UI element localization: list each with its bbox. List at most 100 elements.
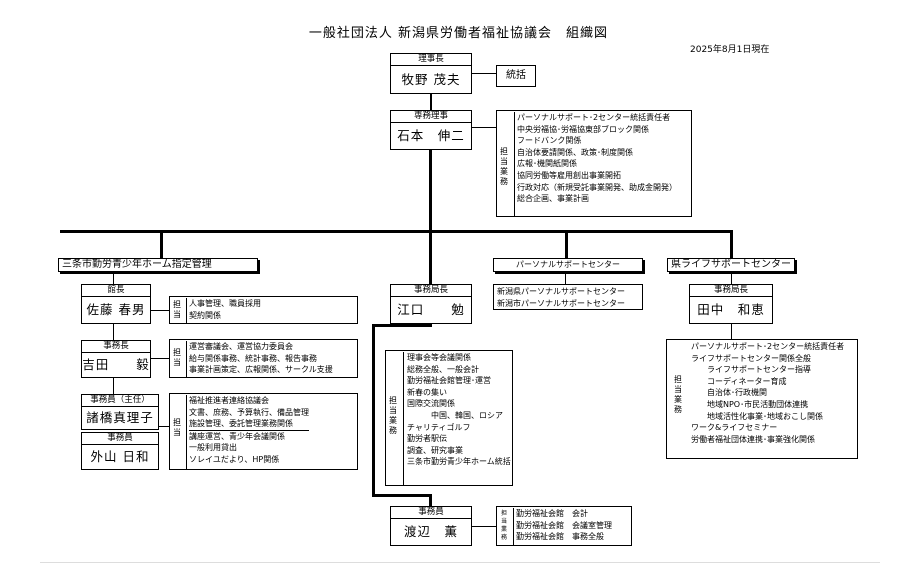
director-box: 専務理事 石本 伸二 (390, 110, 472, 150)
sanjo-staff1-name: 諸橋真理子 (86, 410, 154, 425)
connector (730, 230, 733, 258)
life-duties-box: 担 当 業 務 パーソナルサポート･2センター統括責任者 ライフサポートセンター… (666, 339, 858, 459)
sanjo-chief-duties-label: 担 当 (173, 348, 181, 367)
list-item: パーソナルサポート･2センター統括責任者 (691, 342, 845, 351)
list-item: 調査、研究事業 (407, 445, 463, 455)
staff-duties-box: 担 当 業 務 勤労福祉会館 会計 勤労福祉会館 会議室管理 勤労福祉会館 事務… (496, 506, 632, 546)
director-role: 専務理事 (391, 111, 471, 123)
sanjo-staff-duties-box: 担 当 福祉推進者連絡協議会 文書、庶務、予算執行、備品管理 施設管理、委託管理… (169, 393, 358, 470)
list-item: 勤労福祉会館 事務全般 (516, 532, 604, 542)
list-item: 事業計画策定、広報関係、サークル支援 (189, 365, 333, 375)
divider (40, 562, 880, 563)
connector (429, 150, 432, 232)
life-header: 県ライフサポートセンター (667, 258, 795, 272)
list-item: 行政対応（新規受託事業開発、助成金開発） (517, 182, 677, 192)
connector (159, 426, 169, 427)
list-item: フードバンク関係 (517, 136, 582, 146)
list-item: 中央労福協･労福協東部ブロック関係 (517, 124, 649, 134)
date-label: 2025年8月1日現在 (690, 45, 770, 55)
sanjo-chief-role: 事務長 (82, 341, 150, 353)
sanjo-staff-duties-label: 担 当 (173, 418, 181, 437)
staff-box: 事務員 渡辺 薫 (390, 506, 472, 546)
life-box: 事務局長 田中 和恵 (689, 284, 773, 324)
list-item: 総務全般、一般会計 (407, 364, 479, 374)
chairman-duty-box: 統括 (496, 65, 536, 87)
connector (113, 378, 114, 394)
list-item: 運営審議会、運営協力委員会 (189, 342, 293, 351)
list-item: 総合企画、事業計画 (517, 194, 589, 204)
connector (565, 274, 566, 284)
director-duties-box: 担 当 業 務 パーソナルサポート･2センター統括責任者 中央労福協･労福協東部… (496, 110, 692, 217)
list-item: パーソナルサポート･2センター統括責任者 (517, 113, 671, 122)
director-duties-list: パーソナルサポート･2センター統括責任者 中央労福協･労福協東部ブロック関係 フ… (514, 112, 677, 216)
sanjo-staff1-box: 事務員（主任） 諸橋真理子 (81, 394, 159, 430)
list-item: 人事管理、職員採用 (189, 299, 261, 308)
list-item: 一般利用貸出 (189, 443, 237, 453)
connector (429, 494, 432, 506)
list-item: 三条市勤労青少年ホーム統括 (407, 457, 511, 467)
office-name: 江口 勉 (397, 302, 465, 317)
list-item: 新潟県パーソナルサポートセンター (497, 287, 625, 296)
director-name: 石本 伸二 (397, 128, 465, 143)
sanjo-director-box: 館長 佐藤 春男 (81, 284, 151, 324)
list-item: 勤労福祉会館 会計 (516, 509, 588, 518)
list-item: 文書、庶務、予算執行、備品管理 (189, 407, 309, 417)
office-role: 事務局長 (391, 285, 471, 297)
sanjo-header: 三条市勤労青少年ホーム指定管理 (58, 258, 258, 272)
connector (731, 274, 732, 284)
list-item: 自治体･行政機関 (691, 388, 767, 398)
sanjo-staff2-name: 外山 日和 (90, 449, 150, 464)
list-item: 勤労者駅伝 (407, 434, 447, 444)
sanjo-chief-box: 事務長 吉田 毅 (81, 340, 151, 378)
connector (160, 230, 163, 258)
chairman-box: 理事長 牧野 茂夫 (390, 53, 472, 94)
connector (113, 324, 114, 340)
personal-header: パーソナルサポートセンター (493, 258, 643, 272)
life-name: 田中 和恵 (697, 302, 765, 317)
page-title: 一般社団法人 新潟県労働者福祉協議会 組織図 (308, 26, 609, 41)
list-item: ライフサポートセンター指導 (691, 365, 811, 375)
personal-box: 新潟県パーソナルサポートセンター 新潟市パーソナルサポートセンター (493, 284, 643, 310)
sanjo-chief-name: 吉田 毅 (82, 357, 150, 372)
list-item: 広報･機関紙関係 (517, 159, 577, 169)
sanjo-director-duties-box: 担 当 人事管理、職員採用 契約関係 (169, 296, 358, 324)
sanjo-director-role: 館長 (82, 285, 150, 297)
list-item: 国際交流関係 (407, 399, 455, 409)
connector (565, 230, 568, 258)
office-duties-label: 担 当 業 務 (389, 396, 397, 435)
list-item: コーディネーター育成 (691, 376, 787, 386)
director-duties-label: 担 当 業 務 (500, 147, 508, 186)
staff-duties-label: 担 当 業 務 (500, 510, 507, 541)
list-item: 講座運営、青少年会議関係 (189, 429, 309, 443)
office-duties-box: 担 当 業 務 理事会等会議関係 総務全般、一般会計 勤労福祉会館管理･運営 新… (385, 350, 513, 486)
connector (472, 526, 496, 527)
connector (429, 230, 432, 284)
org-bar (60, 230, 733, 233)
list-item: ソレイユだより、HP関係 (189, 454, 280, 464)
sanjo-director-duties-label: 担 当 (173, 300, 181, 319)
list-item: 中国、韓国、ロシア (407, 410, 503, 420)
list-item: 理事会等会議関係 (407, 353, 471, 362)
chairman-role: 理事長 (391, 54, 471, 66)
connector (113, 274, 114, 284)
list-item: 契約関係 (189, 310, 221, 320)
chairman-name: 牧野 茂夫 (401, 72, 461, 87)
connector (372, 494, 432, 497)
life-duties-label: 担 当 業 務 (674, 375, 682, 414)
connector (372, 326, 375, 496)
list-item: ライフサポートセンター関係全般 (691, 353, 811, 363)
sanjo-staff1-role: 事務員（主任） (82, 395, 158, 407)
connector (472, 127, 496, 128)
connector (151, 310, 169, 311)
connector (430, 94, 432, 110)
list-item: 施設管理、委託管理業務関係 (189, 419, 293, 429)
connector (731, 324, 732, 339)
sanjo-director-name: 佐藤 春男 (86, 302, 146, 317)
sanjo-staff2-role: 事務員 (82, 433, 158, 445)
list-item: ワーク&ライフセミナー (691, 423, 778, 433)
sanjo-staff2-box: 事務員 外山 日和 (81, 432, 159, 470)
staff-role: 事務員 (391, 507, 471, 519)
sanjo-chief-duties-box: 担 当 運営審議会、運営協力委員会 給与関係事務、統計事務、報告事務 事業計画策… (169, 339, 358, 378)
connector (472, 73, 496, 74)
list-item: 地域NPO･市民活動団体連携 (691, 399, 809, 409)
